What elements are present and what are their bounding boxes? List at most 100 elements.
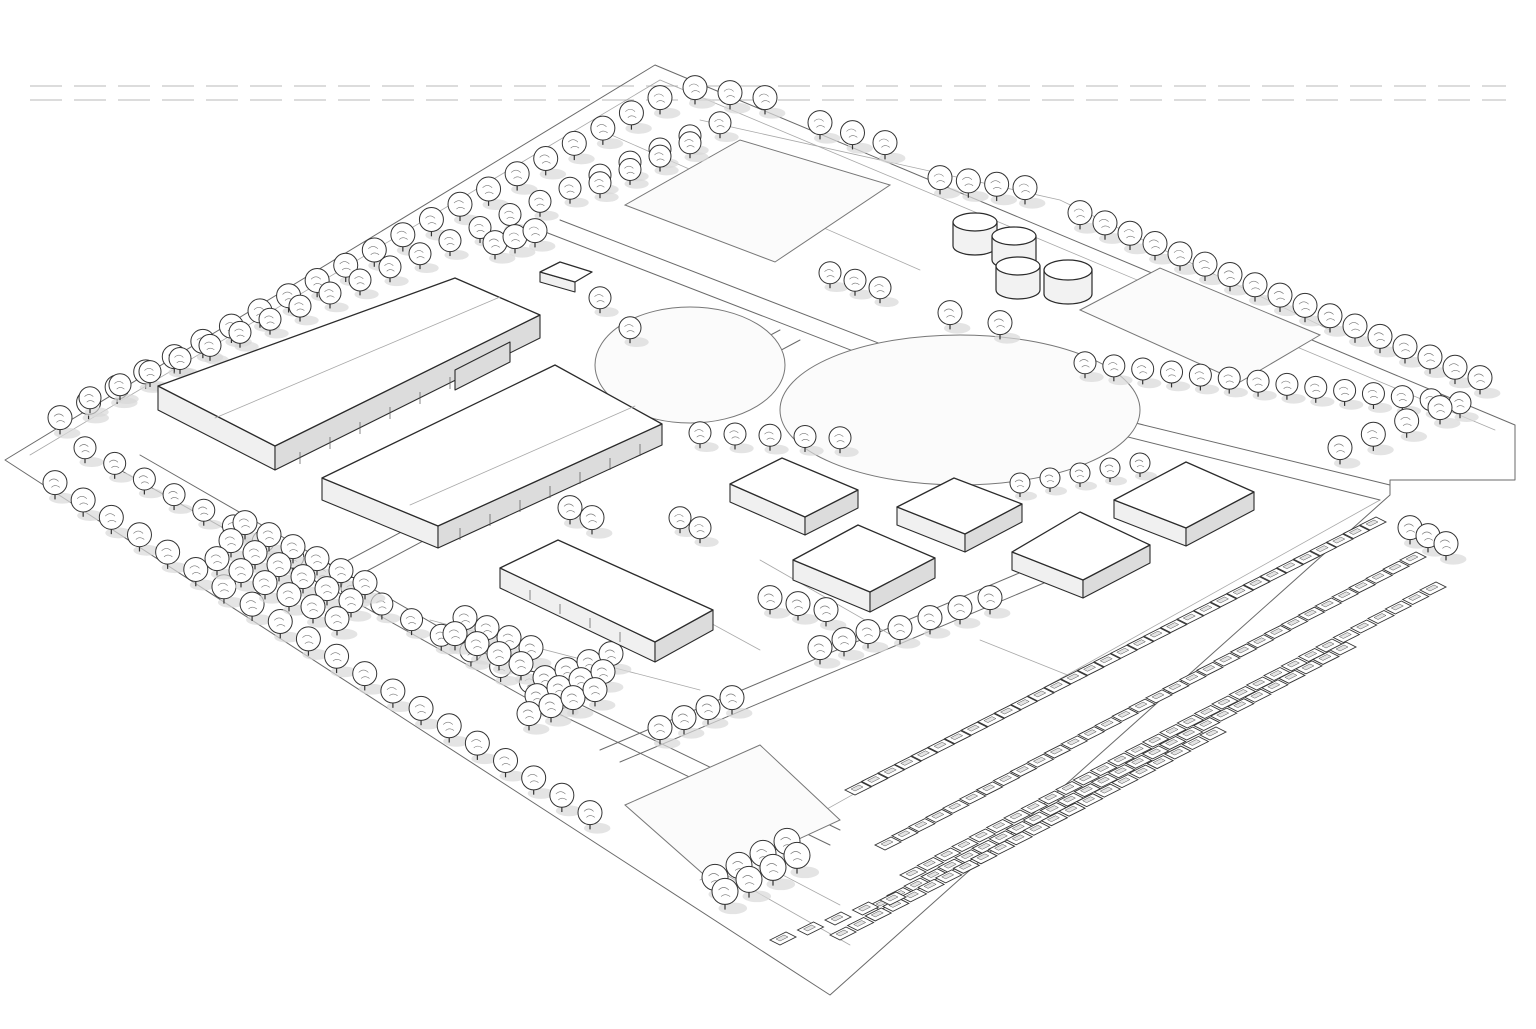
tree-icon <box>984 171 1018 206</box>
parked-car-icon <box>1077 726 1106 741</box>
tree-icon <box>561 130 595 165</box>
parked-car-icon <box>1090 773 1119 788</box>
tree-icon <box>1009 472 1037 501</box>
tree-icon <box>1333 378 1364 410</box>
tree-group <box>42 75 1501 915</box>
parked-car-icon <box>1242 576 1271 591</box>
parked-car-icon <box>1176 714 1205 729</box>
tree-icon <box>132 467 164 499</box>
parked-car-icon <box>968 828 997 843</box>
tree-icon <box>1433 531 1467 565</box>
parked-car-icon <box>916 856 945 872</box>
parked-car-icon <box>1259 567 1288 582</box>
tree-icon <box>1361 382 1393 413</box>
parked-car-icon <box>907 818 936 833</box>
small-building <box>539 261 593 293</box>
tree-icon <box>476 176 509 211</box>
parked-car-icon <box>1384 600 1413 615</box>
tree-icon <box>295 626 329 660</box>
tree-icon <box>855 619 889 653</box>
warehouse-building <box>321 364 663 549</box>
parked-car-icon <box>1349 619 1378 634</box>
parked-car-icon <box>1226 698 1255 713</box>
parked-car-icon <box>843 781 873 796</box>
tree-icon <box>752 85 786 119</box>
parked-car-icon <box>910 747 939 762</box>
parked-car-icon <box>1418 581 1448 596</box>
parked-car-icon <box>1263 625 1292 640</box>
parked-car-icon <box>828 926 858 941</box>
tree-icon <box>1012 175 1046 209</box>
parked-car-icon <box>1314 597 1343 612</box>
tree-icon <box>228 320 259 352</box>
tree-icon <box>1188 363 1220 395</box>
parked-car-icon <box>1382 560 1411 575</box>
parked-car-icon <box>941 799 970 814</box>
tree-icon <box>688 516 719 548</box>
tree-icon <box>1360 421 1394 456</box>
parked-car-icon <box>1209 593 1238 608</box>
parked-car-icon <box>1037 790 1066 805</box>
tree-icon <box>1142 231 1176 265</box>
parked-car-icon <box>1195 661 1224 676</box>
parked-car-icon <box>1181 736 1210 751</box>
parked-car-icon <box>1226 584 1255 599</box>
parked-car-icon <box>1331 588 1360 603</box>
parked-car-icon <box>1358 516 1388 531</box>
parked-car-icon <box>1192 717 1221 732</box>
parked-car-icon <box>927 738 956 753</box>
tree-icon <box>588 171 619 203</box>
tree-icon <box>162 483 193 514</box>
warehouse-building <box>157 277 541 471</box>
parked-car-icon <box>1159 619 1188 634</box>
tree-icon <box>1167 241 1201 275</box>
parked-car-icon <box>1294 660 1323 675</box>
tree-icon <box>759 853 796 891</box>
tree-icon <box>258 307 289 339</box>
tree-icon <box>1448 391 1479 423</box>
parked-car-icon <box>1128 764 1157 779</box>
tree-icon <box>887 615 921 649</box>
tree-icon <box>917 605 951 639</box>
tree-icon <box>378 255 409 287</box>
parked-car-icon <box>1005 820 1034 835</box>
tree-icon <box>618 157 649 189</box>
tree-icon <box>708 111 739 143</box>
small-building <box>729 457 859 536</box>
tree-icon <box>482 230 516 264</box>
tree-icon <box>155 539 189 574</box>
tree-icon <box>723 422 754 454</box>
tree-icon <box>843 268 874 300</box>
parked-car-icon <box>1401 590 1430 606</box>
parked-car-icon <box>1311 650 1340 665</box>
parked-car-icon <box>969 850 998 865</box>
tree-icon <box>588 286 619 318</box>
parked-car-icon <box>1309 542 1338 557</box>
parked-car-icon <box>1175 726 1204 741</box>
parked-car-icon <box>1141 745 1170 760</box>
parked-car-icon <box>1262 666 1292 682</box>
parked-car-icon <box>1210 695 1240 710</box>
tree-icon <box>577 800 611 834</box>
parked-car-icon <box>976 713 1005 728</box>
storage-tank <box>952 212 998 256</box>
tree-icon <box>78 386 109 418</box>
tree-icon <box>324 606 358 640</box>
tree-icon <box>937 300 971 334</box>
tree-icon <box>927 165 961 199</box>
dashed-guide-lines <box>30 85 1506 101</box>
tree-icon <box>558 176 589 208</box>
parked-car-icon <box>1056 792 1085 807</box>
tree-icon <box>1367 323 1401 358</box>
tree-icon <box>813 597 847 631</box>
tree-icon <box>671 705 705 739</box>
small-building <box>1011 511 1151 599</box>
parked-car-icon <box>960 721 989 736</box>
parked-car-icon <box>1342 525 1371 540</box>
parked-car-icon <box>1275 559 1304 574</box>
small-building <box>896 477 1023 553</box>
tree-icon <box>783 841 820 879</box>
parked-car-icon <box>1246 634 1275 649</box>
parked-car-icon <box>1325 533 1354 548</box>
